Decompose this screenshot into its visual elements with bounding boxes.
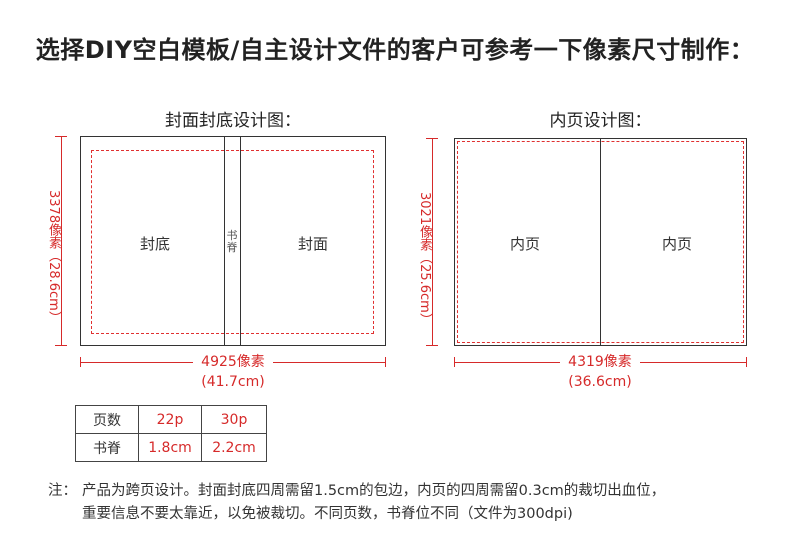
cover-height-line: [61, 136, 62, 346]
spine-spec-table: 页数 22p 30p 书脊 1.8cm 2.2cm: [75, 405, 267, 462]
table-cell: 1.8cm: [138, 433, 202, 462]
table-row: 页数 22p 30p: [75, 405, 267, 434]
table-cell: 30p: [201, 405, 267, 434]
table-cell: 书脊: [75, 433, 139, 462]
spine-right-line: [240, 136, 241, 346]
table-cell: 2.2cm: [201, 433, 267, 462]
note-prefix: 注：: [48, 483, 77, 499]
cover-wrap-margin: [91, 150, 374, 334]
note-line-2: 重要信息不要太靠近，以免被裁切。不同页数，书脊位不同（文件为300dpi): [82, 506, 573, 522]
table-cell: 22p: [138, 405, 202, 434]
inner-height-line: [432, 138, 433, 346]
inner-height-label: 3021像素（25.6cm）: [417, 192, 432, 326]
front-cover-label: 封面: [297, 235, 328, 253]
inner-diagram-title: 内页设计图：: [549, 111, 652, 131]
cover-height-label: 3378像素（28.6cm）: [46, 190, 61, 324]
page-title: 选择DIY空白模板/自主设计文件的客户可参考一下像素尺寸制作：: [35, 36, 755, 64]
table-cell: 页数: [75, 405, 139, 434]
note-line-1: 产品为跨页设计。封面封底四周需留1.5cm的包边，内页的四周需留0.3cm的裁切…: [82, 483, 666, 499]
cover-width-px: 4925像素: [193, 354, 273, 371]
spine-label: 书脊: [226, 229, 238, 254]
inner-width-cm: (36.6cm): [568, 374, 632, 390]
back-cover-label: 封底: [139, 235, 170, 253]
cover-outline: [80, 136, 386, 346]
table-row: 书脊 1.8cm 2.2cm: [75, 433, 267, 462]
inner-left-label: 内页: [509, 235, 540, 253]
cover-width-cm: (41.7cm): [201, 374, 265, 390]
cover-diagram-title: 封面封底设计图：: [165, 111, 301, 131]
inner-width-px: 4319像素: [560, 354, 640, 371]
inner-fold-line: [600, 138, 601, 346]
spine-left-line: [224, 136, 225, 346]
inner-right-label: 内页: [661, 235, 692, 253]
